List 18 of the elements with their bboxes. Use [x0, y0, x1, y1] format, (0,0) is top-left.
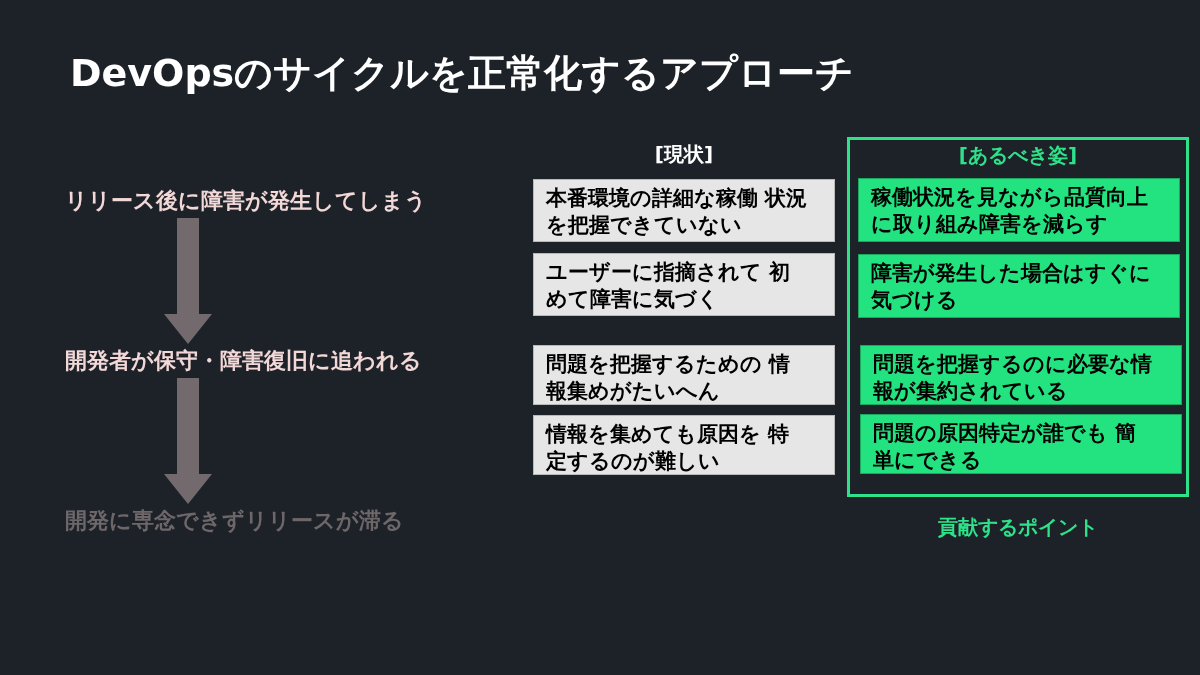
status-box: 問題の原因特定が誰でも 簡単にできる	[860, 414, 1182, 474]
status-box: 問題を把握するための 情報集めがたいへん	[533, 345, 835, 405]
down-arrow	[164, 378, 212, 504]
status-box: 情報を集めても原因を 特定するのが難しい	[533, 415, 835, 475]
step-text: 開発に専念できずリリースが滞る	[65, 506, 404, 536]
status-box: 稼働状況を見ながら品質向上に取り組み障害を減らす	[858, 178, 1180, 242]
highlight-frame	[847, 137, 1189, 497]
down-arrow	[164, 218, 212, 344]
slide-title: DevOpsのサイクルを正常化するアプローチ	[70, 50, 855, 97]
frame-label: 貢献するポイント	[937, 514, 1099, 541]
column-heading: [現状]	[653, 141, 715, 168]
step-text: 開発者が保守・障害復旧に追われる	[65, 346, 422, 376]
column-heading: [あるべき姿]	[957, 142, 1079, 169]
status-box: ユーザーに指摘されて 初めて障害に気づく	[533, 253, 835, 316]
status-box: 問題を把握するのに必要な情報が集約されている	[860, 345, 1182, 405]
step-text: リリース後に障害が発生してしまう	[65, 186, 427, 216]
status-box: 本番環境の詳細な稼働 状況を把握できていない	[533, 179, 835, 242]
status-box: 障害が発生した場合はすぐに気づける	[858, 254, 1180, 318]
